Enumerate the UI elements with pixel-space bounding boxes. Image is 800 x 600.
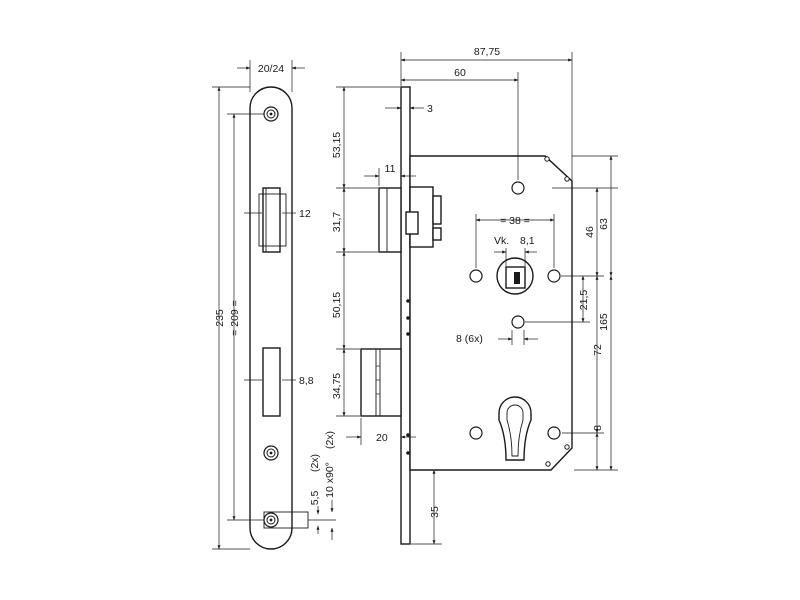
dim-backset: 60 (454, 67, 466, 79)
dim-countersink-1: 10 x90° (324, 462, 336, 498)
latch-bolt (378, 186, 442, 253)
dim-screw-hole-2: (2x) (309, 454, 321, 472)
bolt-opening (262, 347, 281, 417)
forend-side (400, 86, 411, 545)
dim-bolt-height: 34,75 (331, 373, 343, 399)
dim-overall-depth: 87,75 (474, 46, 500, 58)
dim-follower-spacing: = 38 = (500, 215, 530, 227)
case-hole (547, 269, 561, 283)
case-hole (469, 269, 483, 283)
latch-opening (258, 187, 287, 253)
case-hole (547, 426, 561, 440)
dim-forend-thickness: 3 (427, 103, 433, 115)
dim-63: 63 (598, 218, 610, 230)
dim-bolt-width: 8,8 (299, 375, 314, 387)
screw-hole-top (263, 106, 279, 122)
dim-screw-hole-1: 5,5 (309, 491, 321, 506)
dim-8: 8 (592, 425, 604, 431)
case-hole (511, 315, 525, 329)
case-hole (469, 426, 483, 440)
dim-72: 72 (592, 344, 604, 356)
dead-bolt (360, 348, 402, 417)
dim-bottom-offset: 35 (429, 506, 441, 518)
dim-latch-height: 31,7 (331, 212, 343, 233)
dim-21-5: 21,5 (578, 290, 590, 311)
screw-hole-middle (263, 445, 279, 461)
dim-forend-width: 20/24 (258, 63, 284, 75)
front-view: 20/24 235 = 209 = 12 8,8 5,5 (2x) 10 x90… (212, 60, 336, 550)
dim-top-to-latch: 53,15 (331, 132, 343, 158)
case-hole (511, 181, 525, 195)
dim-follower-label: Vk. (494, 235, 509, 247)
dim-latch-to-bolt: 50,15 (331, 292, 343, 318)
follower (496, 257, 534, 295)
dim-46: 46 (584, 226, 596, 238)
side-view: 87,75 60 3 11 53,15 31,7 50,15 34,75 2 (331, 46, 618, 545)
dim-latch-projection: 11 (385, 163, 396, 175)
dim-bolt-projection: 20 (376, 432, 388, 444)
dim-hole-diameter: 8 (6x) (456, 333, 483, 345)
screw-hole-bottom (263, 512, 279, 528)
dim-latch-width: 12 (299, 208, 311, 220)
dim-165: 165 (598, 313, 610, 331)
dim-follower-size: 8,1 (520, 235, 535, 247)
forend-plate (249, 86, 293, 550)
dim-countersink-2: (2x) (324, 431, 336, 449)
dim-overall-height: 235 (214, 309, 226, 327)
dim-screw-spacing: = 209 = (229, 300, 241, 336)
